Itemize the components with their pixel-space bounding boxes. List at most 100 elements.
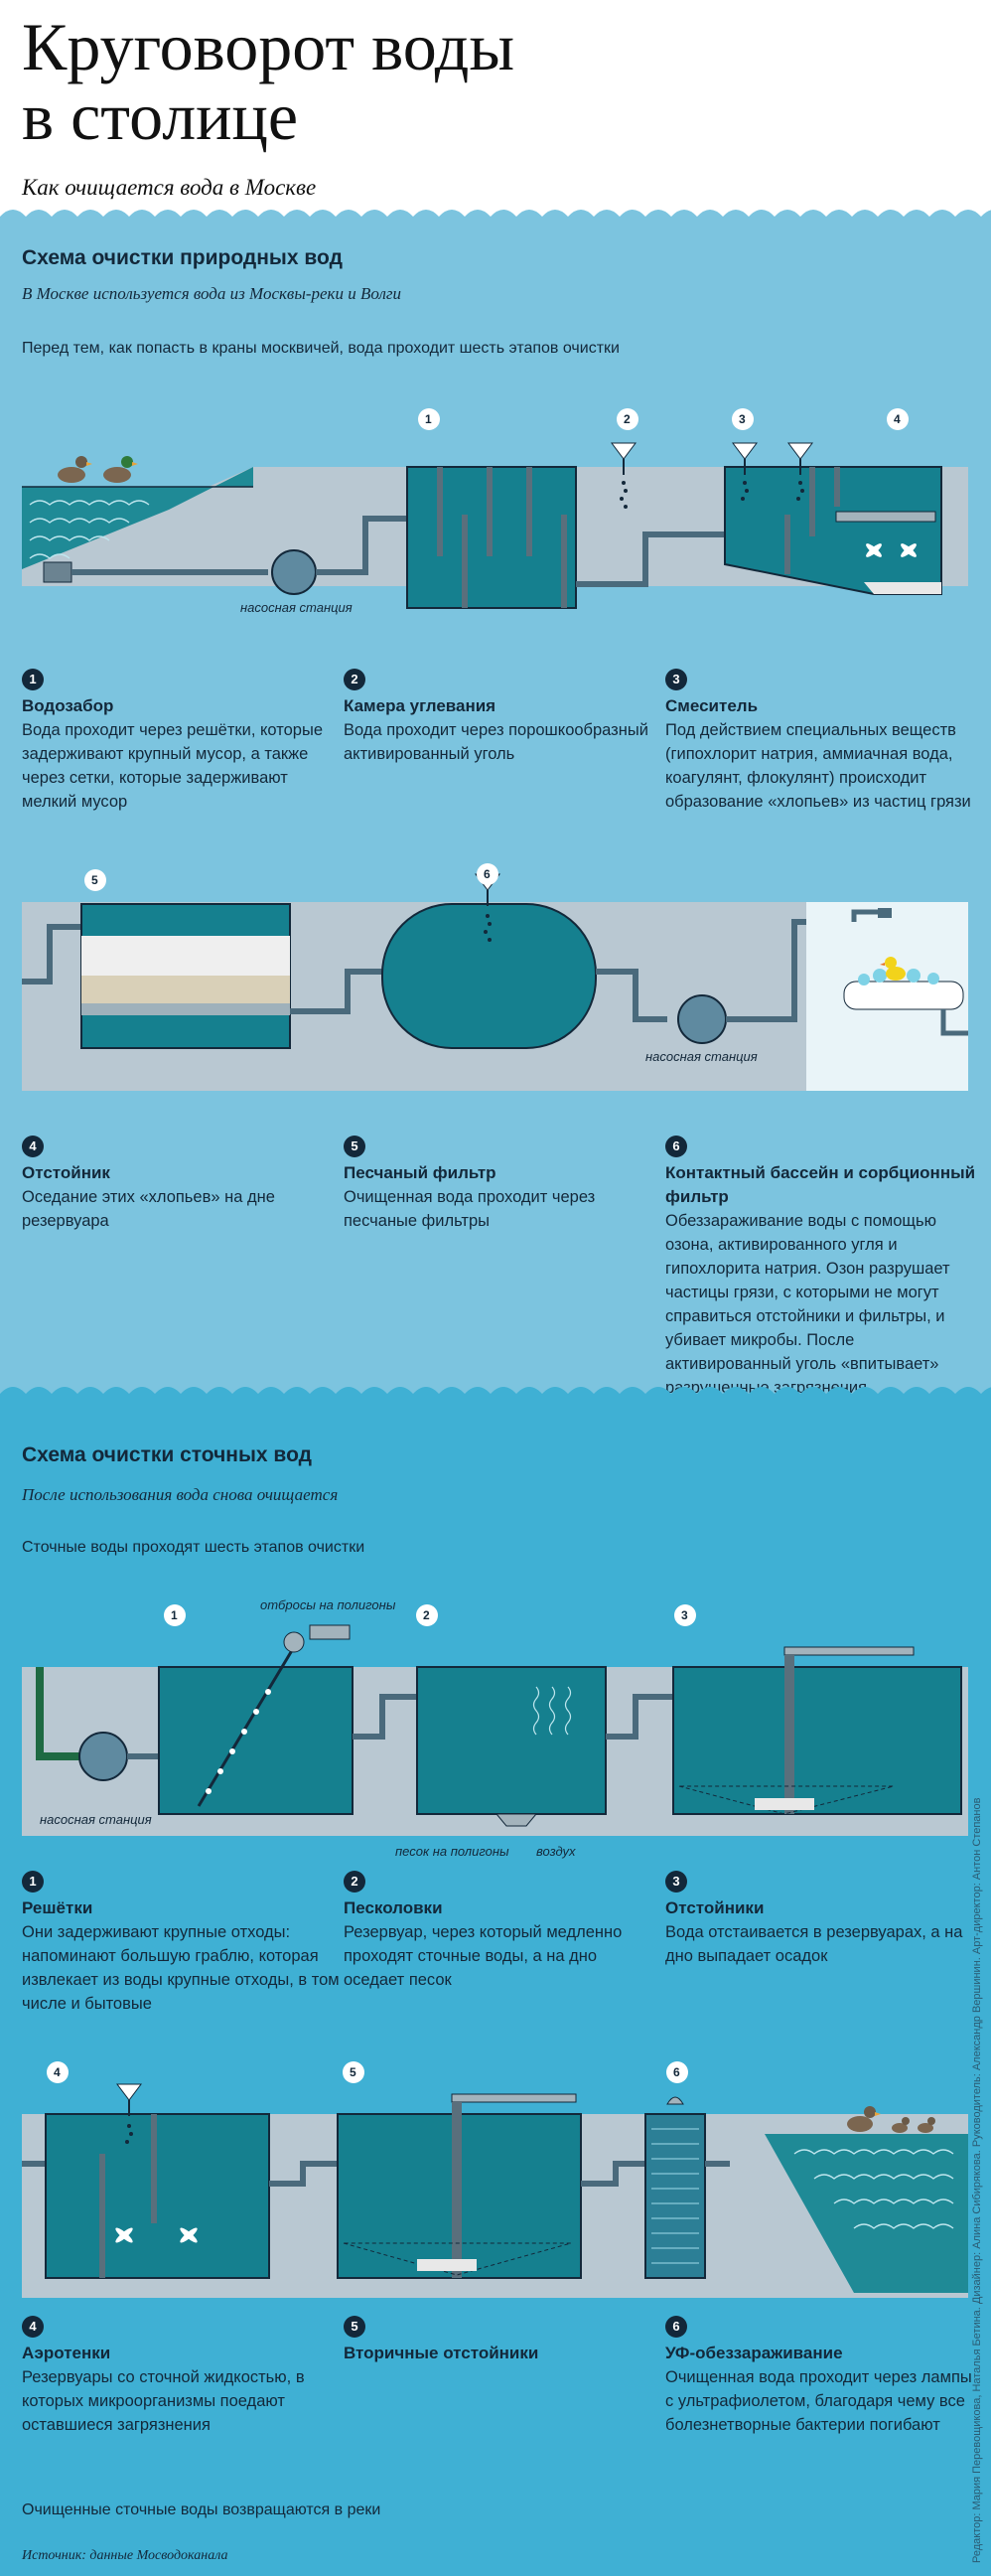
pipe — [581, 2161, 645, 2187]
sewage-section: Схема очистки сточных вод После использо… — [0, 1387, 991, 2576]
propeller-icon — [901, 543, 917, 557]
uv-chamber — [644, 2113, 706, 2279]
river-water — [22, 467, 253, 569]
duckling-icon — [918, 2117, 935, 2133]
step-marker: 3 — [732, 408, 754, 430]
svg-text:6: 6 — [673, 2065, 680, 2079]
shower-head-icon — [878, 908, 892, 918]
sediment — [864, 582, 941, 594]
air-bubbles — [532, 1686, 572, 1736]
uv-rays — [651, 2128, 699, 2264]
intake-grate — [43, 561, 72, 583]
air-label: воздух — [536, 1844, 576, 1859]
pipe — [290, 969, 382, 1014]
natural-step-6: 6 Контактный бассейн и сорбционный фильт… — [665, 1136, 983, 1400]
wave-divider — [0, 210, 991, 228]
funnel-icon — [732, 442, 758, 460]
pipe — [353, 1694, 417, 1740]
sewage-diagram-top: насосная станция отбросы на полигоны пес… — [22, 1597, 968, 1859]
propeller-icon — [115, 2227, 133, 2243]
sand-label: песок на полигоны — [395, 1844, 509, 1859]
mesh-plate — [835, 511, 936, 523]
header: Круговорот воды в столице Как очищается … — [0, 0, 991, 228]
wave-divider — [0, 1387, 991, 1406]
pipe — [576, 531, 725, 587]
rake-grate — [197, 1646, 296, 1807]
funnel-icon — [611, 442, 637, 460]
duck-icon — [58, 456, 92, 483]
svg-text:5: 5 — [91, 873, 98, 887]
pipe — [22, 924, 81, 985]
step-marker: 4 — [887, 408, 909, 430]
step-marker: 5 — [84, 869, 106, 891]
bathtub-icon — [843, 981, 964, 1010]
contact-basin-tank — [381, 903, 597, 1049]
baffles — [99, 2114, 157, 2278]
bridge-scraper — [451, 2093, 577, 2103]
step-marker: 5 — [343, 2061, 364, 2083]
pipe — [316, 516, 407, 575]
section-note: Перед тем, как попасть в краны москвичей… — [22, 340, 620, 357]
section-lead: После использования вода снова очищается — [22, 1485, 339, 1504]
mesh-layer — [81, 1003, 290, 1015]
svg-text:4: 4 — [54, 2065, 61, 2079]
sewage-step-2: 2 Песколовки Резервуар, через который ме… — [344, 1871, 661, 1992]
svg-text:3: 3 — [739, 412, 746, 426]
title-line-1: Круговорот воды — [22, 9, 515, 84]
rubber-duck-icon — [880, 957, 906, 981]
svg-text:6: 6 — [484, 867, 491, 881]
sewage-diagram-bottom: 4 5 6 — [22, 2061, 968, 2298]
center-column — [784, 1655, 794, 1814]
river-water — [765, 2134, 968, 2293]
funnel-icon — [787, 442, 813, 460]
pump-label: насосная станция — [645, 1049, 758, 1064]
grates-tank — [158, 1666, 354, 1815]
sewage-step-6: 6 УФ-обеззараживание Очищенная вода прох… — [665, 2316, 983, 2437]
sand-layer — [81, 936, 290, 976]
gravel-layer — [81, 976, 290, 1003]
step-marker: 6 — [666, 2061, 688, 2083]
propeller-icon — [866, 543, 882, 557]
step-marker: 4 — [47, 2061, 69, 2083]
natural-step-3: 3 Смеситель Под действием специальных ве… — [665, 669, 983, 814]
waste-label: отбросы на полигоны — [260, 1597, 396, 1612]
sludge-cone — [678, 1785, 895, 1815]
pipe — [36, 1667, 79, 1760]
bridge-scraper — [783, 1646, 915, 1656]
bubbles — [858, 969, 939, 985]
svg-text:2: 2 — [423, 1608, 430, 1622]
svg-text:5: 5 — [350, 2065, 356, 2079]
sand-outlet — [495, 1813, 538, 1827]
sediment — [417, 2259, 477, 2271]
dosing-dots — [741, 481, 804, 501]
waste-bin-icon — [309, 1624, 351, 1640]
svg-text:2: 2 — [624, 412, 631, 426]
section-lead: В Москве используется вода из Москвы-рек… — [22, 284, 401, 303]
credits: Редактор: Мария Перевощикова, Наталья Бе… — [971, 1797, 983, 2563]
propeller-icon — [180, 2227, 198, 2243]
center-column — [452, 2102, 462, 2278]
pump-icon — [78, 1732, 128, 1781]
natural-step-5: 5 Песчаный фильтр Очищенная вода проходи… — [344, 1136, 661, 1233]
aerotank — [45, 2113, 270, 2279]
river-waves — [793, 2149, 954, 2229]
source-note: Источник: данные Мосводоканала — [22, 2548, 228, 2563]
sewage-step-1: 1 Решётки Они задерживают крупные отходы… — [22, 1871, 340, 2016]
shower-pipe — [851, 909, 882, 922]
duckling-icon — [892, 2117, 910, 2133]
sewage-step-5: 5 Вторичные отстойники — [344, 2316, 661, 2365]
baffles — [437, 467, 567, 608]
drain-pipe — [940, 1009, 968, 1036]
page-title: Круговорот воды в столице — [22, 12, 717, 151]
natural-marker-6: 6 — [477, 863, 498, 885]
sewage-step-3: 3 Отстойники Вода отстаивается в резерву… — [665, 1871, 983, 1968]
svg-text:1: 1 — [171, 1608, 178, 1622]
natural-step-1: 1 Водозабор Вода проходит через решётки,… — [22, 669, 340, 814]
pipe — [269, 2161, 338, 2187]
svg-text:4: 4 — [894, 412, 901, 426]
step-marker: 1 — [164, 1604, 186, 1626]
step-marker: 2 — [617, 408, 638, 430]
step-marker: 1 — [418, 408, 440, 430]
dosing-dots — [484, 914, 492, 942]
sand-trap-tank — [416, 1666, 607, 1815]
